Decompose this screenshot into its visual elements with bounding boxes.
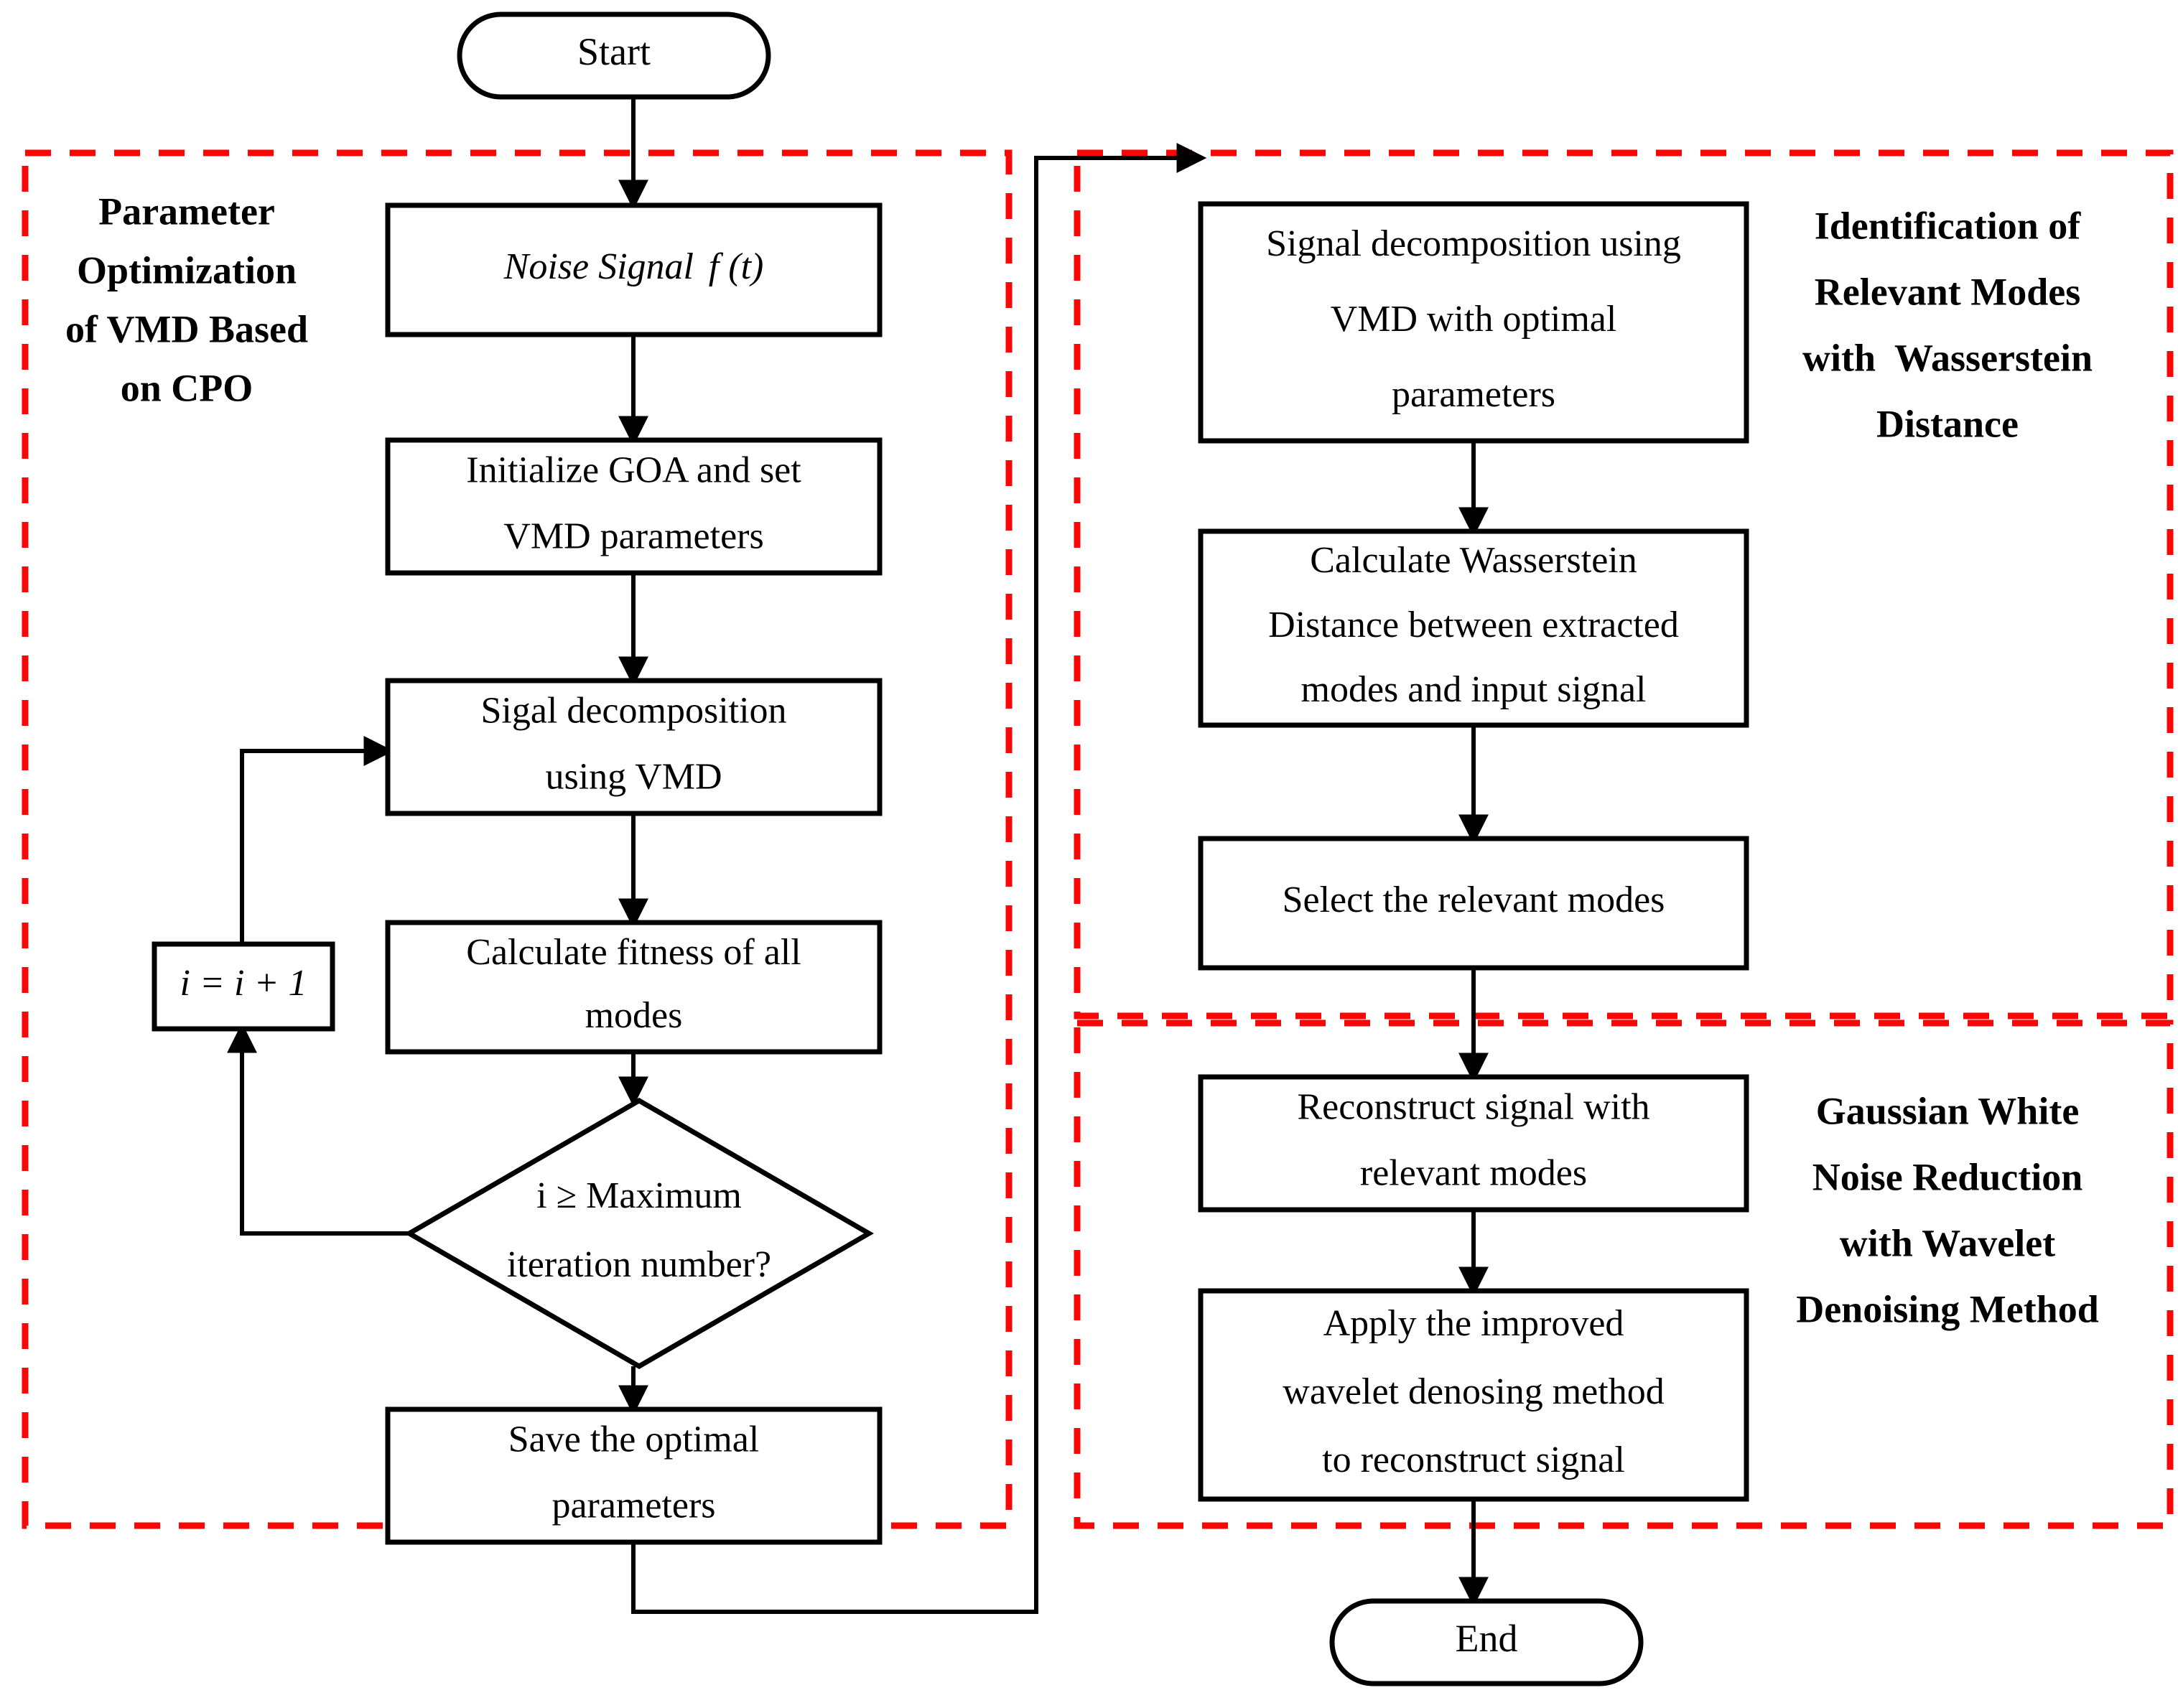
reconstruct-signal-box[interactable]: Reconstruct signal with relevant modes: [1198, 1074, 1749, 1213]
group-relevant-modes-label-line: Identification of: [1815, 204, 2082, 247]
conn-decision-left-to-counter: [227, 1022, 409, 1236]
group-noise-reduction-label-line: Gaussian White: [1816, 1089, 2080, 1132]
wavelet-denoise-box-text-line: to reconstruct signal: [1322, 1439, 1625, 1480]
noise-signal-box[interactable]: Noise Signal f (t): [385, 202, 883, 337]
max-iteration-decision-text-line: i ≥ Maximum: [536, 1175, 742, 1216]
group-parameter-optimization-label-line: Optimization: [77, 248, 297, 291]
noise-signal-box-text-line: Noise Signal f (t): [503, 246, 764, 287]
max-iteration-decision-text-line: iteration number?: [507, 1244, 771, 1285]
vmd-optimal-box-text-line: Signal decomposition using: [1266, 223, 1681, 264]
group-parameter-optimization: [22, 149, 1013, 1529]
wavelet-denoise-box-text-line: wavelet denosing method: [1283, 1371, 1664, 1412]
end-terminator-label: End: [1456, 1617, 1518, 1660]
group-noise-reduction-label-line: Noise Reduction: [1812, 1155, 2083, 1198]
start-terminator-label: Start: [577, 30, 651, 73]
save-parameters-box[interactable]: Save the optimal parameters: [385, 1406, 883, 1545]
vmd-optimal-box-text-line: parameters: [1392, 374, 1555, 415]
vmd-optimal-box-text-line: VMD with optimal: [1331, 299, 1617, 340]
calculate-fitness-box-text-line: Calculate fitness of all: [466, 932, 801, 973]
calculate-fitness-box[interactable]: Calculate fitness of all modes: [385, 920, 883, 1055]
group-relevant-modes-label-line: Distance: [1876, 402, 2019, 445]
group-noise-reduction: [1074, 1019, 2174, 1529]
reconstruct-signal-box-text-line: relevant modes: [1360, 1152, 1587, 1193]
end-terminator[interactable]: End: [1329, 1598, 1644, 1686]
select-modes-box[interactable]: Select the relevant modes: [1198, 836, 1749, 971]
conn-counter-to-vmd: [240, 736, 394, 944]
initialize-goa-box-text-line: Initialize GOA and set: [466, 449, 801, 490]
save-parameters-box-text-line: parameters: [552, 1485, 715, 1526]
group-noise-reduction-label-line: Denoising Method: [1796, 1287, 2099, 1330]
start-terminator[interactable]: Start: [457, 11, 771, 100]
select-modes-box-text-line: Select the relevant modes: [1283, 879, 1665, 920]
wasserstein-distance-box-text-line: Calculate Wasserstein: [1310, 540, 1637, 581]
wasserstein-distance-box-text-line: modes and input signal: [1301, 669, 1647, 710]
group-relevant-modes: [1074, 149, 2174, 1019]
calculate-fitness-box-text-line: modes: [585, 995, 683, 1036]
wavelet-denoise-box[interactable]: Apply the improved wavelet denosing metho…: [1198, 1288, 1749, 1502]
iteration-counter-box[interactable]: i = i + 1: [152, 941, 335, 1032]
max-iteration-decision[interactable]: i ≥ Maximum iteration number?: [404, 1097, 874, 1370]
group-parameter-optimization-label-line: on CPO: [121, 366, 253, 409]
group-relevant-modes-label-line: with Wasserstein: [1802, 336, 2093, 379]
reconstruct-signal-box-text-line: Reconstruct signal with: [1297, 1086, 1649, 1127]
iteration-counter-box-text-line: i = i + 1: [180, 963, 307, 1004]
vmd-decomposition-box-text-line: Sigal decomposition: [480, 690, 786, 731]
group-noise-reduction-label-line: with Wavelet: [1840, 1221, 2055, 1264]
connectors-layer: [227, 97, 1489, 1614]
wavelet-denoise-box-text-line: Apply the improved: [1323, 1303, 1624, 1344]
group-parameter-optimization-label-line: Parameter: [98, 190, 275, 233]
group-parameter-optimization-label-line: of VMD Based: [65, 307, 308, 350]
vmd-decomposition-box-text-line: using VMD: [545, 756, 722, 797]
initialize-goa-box-text-line: VMD parameters: [503, 515, 763, 556]
group-relevant-modes-label-line: Relevant Modes: [1815, 270, 2080, 313]
wasserstein-distance-box-text-line: Distance between extracted: [1268, 605, 1679, 645]
conn-save-to-right-column: [631, 143, 1207, 1614]
save-parameters-box-text-line: Save the optimal: [508, 1419, 759, 1460]
vmd-decomposition-box[interactable]: Sigal decomposition using VMD: [385, 678, 883, 816]
